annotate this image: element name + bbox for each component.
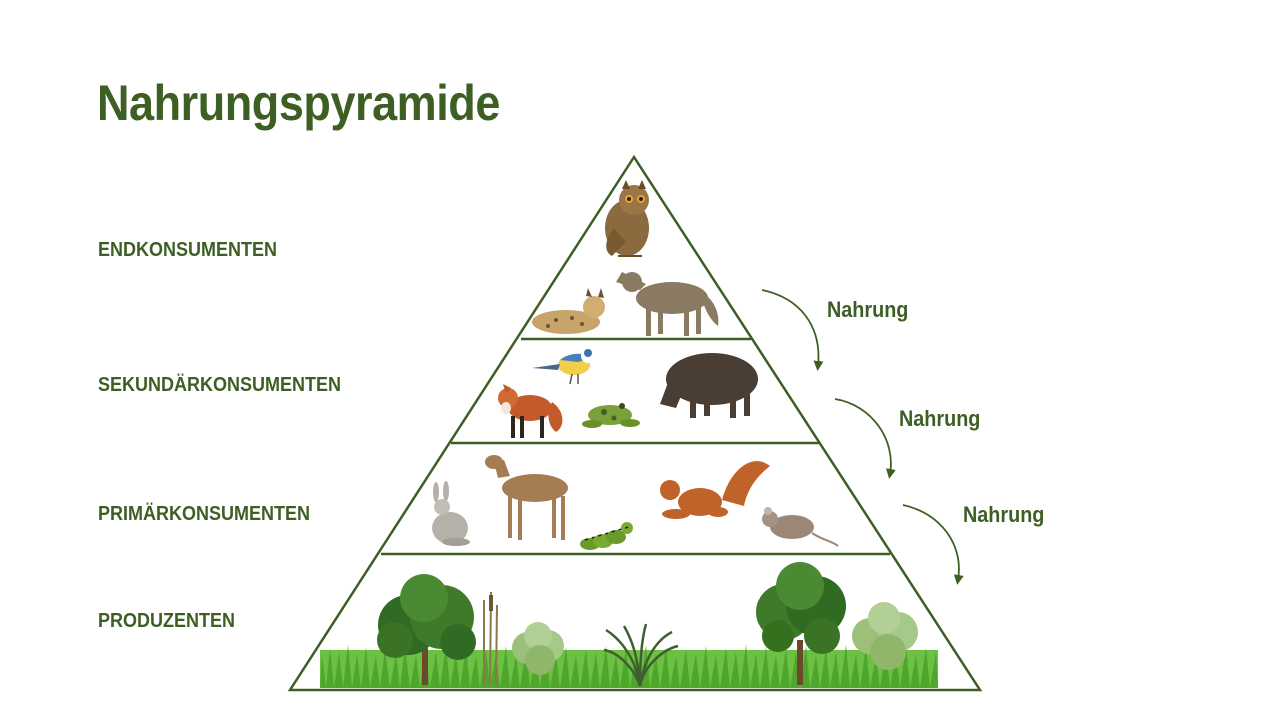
squirrel — [660, 461, 770, 519]
secondary-consumers-animals — [498, 272, 758, 438]
primary-consumers-animals — [432, 455, 839, 550]
wolf — [616, 272, 719, 336]
level-label-endkonsumenten: ENDKONSUMENTEN — [98, 239, 278, 261]
grass-clump — [603, 623, 679, 687]
reeds — [483, 591, 498, 686]
flow-arrow-2 — [834, 398, 896, 479]
food-flow-arrows — [761, 289, 964, 585]
flow-arrow-3 — [902, 504, 964, 585]
frog — [582, 403, 640, 428]
mouse — [762, 507, 839, 547]
lynx — [532, 288, 605, 334]
tree-right — [756, 562, 846, 685]
level-label-produzenten: PRODUZENTEN — [98, 610, 236, 632]
flow-label-1: Nahrung — [827, 297, 909, 322]
wild-boar — [660, 353, 758, 418]
end-consumer-owl — [605, 180, 649, 257]
blue-tit — [532, 349, 595, 385]
flow-label-2: Nahrung — [899, 406, 981, 431]
page-title: Nahrungspyramide — [97, 75, 500, 131]
level-label-primaerkonsumenten: PRIMÄRKONSUMENTEN — [98, 503, 311, 525]
fox — [498, 384, 563, 438]
rabbit — [432, 481, 470, 546]
pyramid-outline — [287, 154, 983, 692]
producers-plants — [320, 562, 938, 688]
shrub-1 — [512, 622, 564, 675]
flow-label-3: Nahrung — [963, 502, 1045, 527]
shrub-2 — [852, 602, 918, 670]
deer — [485, 455, 568, 540]
tree-left — [377, 574, 476, 685]
level-label-sekundaerkonsumenten: SEKUNDÄRKONSUMENTEN — [98, 374, 342, 396]
caterpillar — [580, 522, 633, 550]
flow-arrow-1 — [761, 289, 824, 371]
